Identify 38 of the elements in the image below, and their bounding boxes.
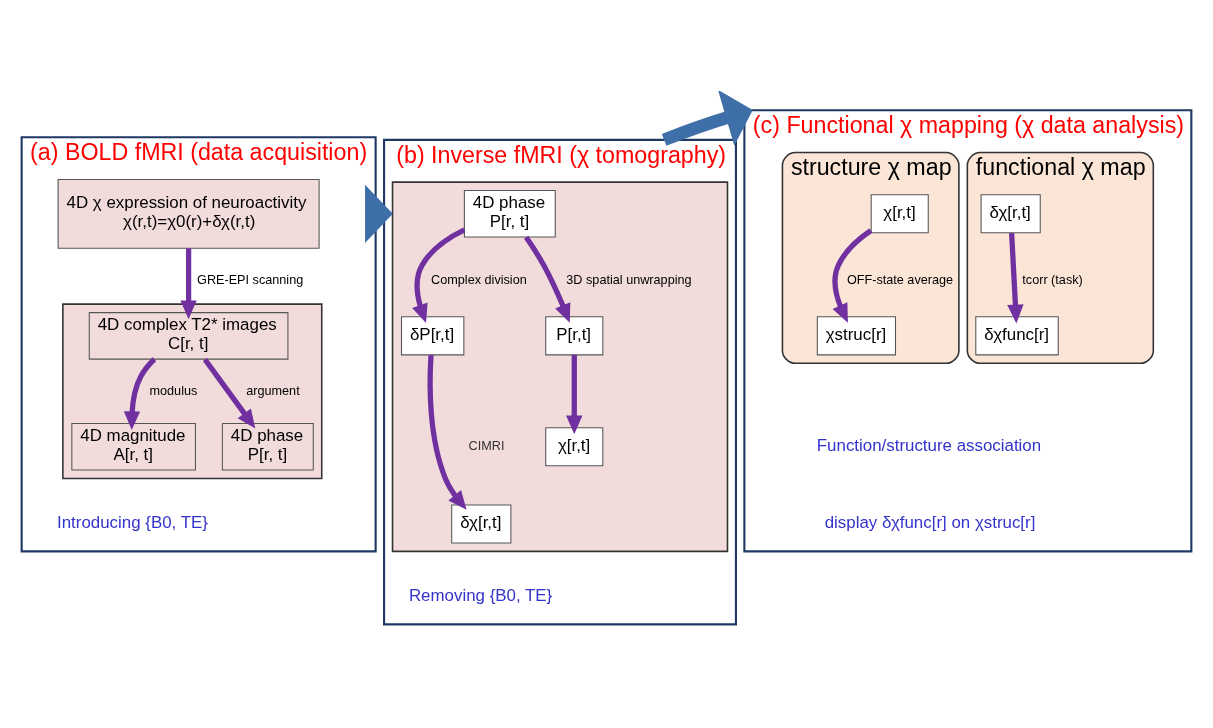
arrow xyxy=(661,91,753,146)
arrow xyxy=(1007,232,1024,324)
node-box: δχ[r,t] xyxy=(451,504,512,544)
node-box: P[r,t] xyxy=(545,316,604,356)
node-box: δχfunc[r] xyxy=(975,316,1059,356)
label: display δχfunc[r] on χstruc[r] xyxy=(824,512,1036,532)
arrow xyxy=(123,357,157,430)
edge-label: OFF-state average xyxy=(846,273,954,288)
edge-label: argument xyxy=(246,384,300,399)
cluster xyxy=(62,303,323,480)
edge-label: Complex division xyxy=(431,273,527,288)
node-box: 4D phase P[r, t] xyxy=(221,423,314,471)
edge-label: 3D spatial unwrapping xyxy=(566,273,692,288)
edge-label: tcorr (task) xyxy=(1022,273,1083,288)
arrow xyxy=(180,248,197,320)
node-box: 4D complex T2* images C[r, t] xyxy=(88,312,289,360)
arrow xyxy=(412,227,466,323)
arrow xyxy=(524,235,571,323)
cluster xyxy=(391,181,729,553)
node-text: Introducing {B0, TE} xyxy=(57,512,208,532)
edge-label: GRE-EPI scanning xyxy=(197,273,304,288)
node-box: 4D magnitude A[r, t] xyxy=(71,423,196,471)
arrow xyxy=(202,357,256,429)
node-text: Removing {B0, TE} xyxy=(408,585,553,605)
node-box: δP[r,t] xyxy=(401,316,465,356)
arrow xyxy=(566,354,583,435)
node-box: χ[r,t] xyxy=(870,194,929,234)
label: Function/structure association xyxy=(816,435,1042,455)
node-box: 4D χ expression of neuroactivity χ(r,t)=χ0(r)+δχ(r,t) xyxy=(57,178,320,249)
node-box: δχ[r,t] xyxy=(980,194,1041,234)
arrow xyxy=(427,355,467,510)
arrow xyxy=(365,184,393,243)
node-box: χstruc[r] xyxy=(816,316,896,356)
label: CIMRI xyxy=(468,439,505,454)
arrow xyxy=(832,228,873,323)
node-box: χ[r,t] xyxy=(545,427,604,467)
edge-label: modulus xyxy=(149,384,198,399)
node-box: 4D phase P[r, t] xyxy=(463,190,556,238)
